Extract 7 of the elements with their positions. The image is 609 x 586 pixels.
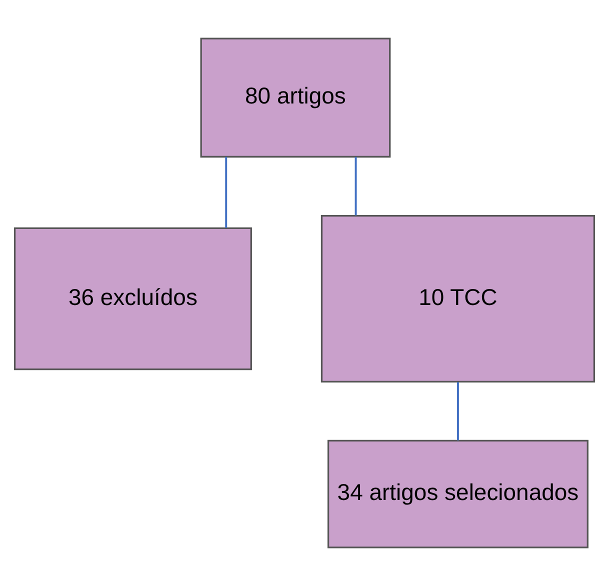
connector: [354, 156, 357, 216]
connector: [225, 156, 228, 228]
node-box: 36 excluídos: [14, 227, 252, 370]
node-box: 10 TCC: [320, 215, 596, 382]
node-box: 80 artigos: [200, 38, 391, 158]
connector: [457, 382, 459, 440]
node-box: 34 artigos selecionados: [327, 440, 588, 548]
